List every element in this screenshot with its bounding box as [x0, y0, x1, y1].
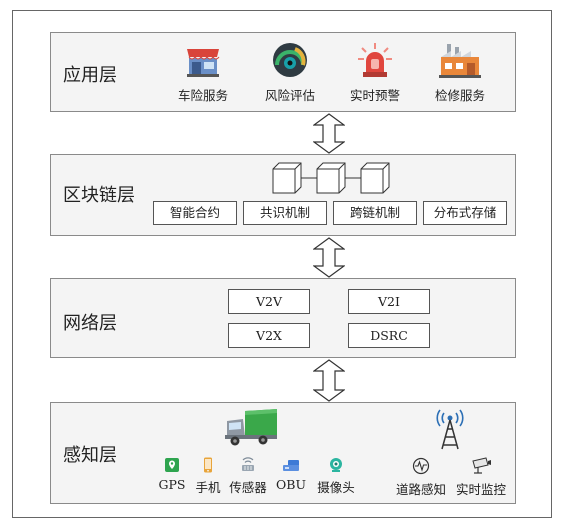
- sense-item-gps: GPS: [155, 457, 189, 492]
- block-chain-graphic: [271, 161, 391, 195]
- app-item-label: 实时预警: [349, 88, 400, 103]
- network-item-dsrc: DSRC: [348, 323, 430, 348]
- sense-item-phone: 手机: [191, 457, 225, 496]
- sense-item-road-sensing: 道路感知: [393, 457, 449, 498]
- alarm-siren-icon: [356, 41, 394, 79]
- sense-item-camera: 摄像头: [313, 457, 359, 496]
- sense-item-sensor: 传感器: [225, 457, 271, 496]
- app-item-label: 检修服务: [434, 88, 485, 103]
- network-item-v2x: V2X: [228, 323, 310, 348]
- sensing-layer-title: 感知层: [63, 445, 117, 466]
- sense-item-label: 传感器: [229, 480, 267, 495]
- truck-icon: [223, 407, 279, 447]
- app-item-label: 车险服务: [177, 88, 228, 103]
- webcam-icon: [328, 457, 344, 473]
- app-item-alert: 实时预警: [340, 41, 410, 104]
- blockchain-layer: 区块链层 智能合约 共识机制 跨链机制 分布式存储: [50, 154, 516, 236]
- application-layer-title: 应用层: [63, 65, 117, 86]
- double-arrow-1: [313, 113, 345, 154]
- network-layer: 网络层 V2V V2I V2X DSRC: [50, 278, 516, 358]
- sensor-icon: [239, 457, 257, 473]
- network-item-v2v: V2V: [228, 289, 310, 314]
- double-arrow-2: [313, 237, 345, 278]
- factory-icon: [439, 41, 481, 79]
- sense-item-label: 道路感知: [395, 482, 446, 497]
- blockchain-item-smart-contract: 智能合约: [153, 201, 237, 225]
- store-icon: [185, 41, 221, 79]
- sense-item-obu: OBU: [273, 457, 309, 492]
- road-sensing-icon: [412, 457, 430, 475]
- blockchain-item-consensus: 共识机制: [243, 201, 327, 225]
- app-item-repair: 检修服务: [425, 41, 495, 104]
- app-item-risk: 风险评估: [255, 41, 325, 104]
- blockchain-item-cross-chain: 跨链机制: [333, 201, 417, 225]
- cctv-camera-icon: [470, 457, 492, 475]
- blockchain-layer-title: 区块链层: [63, 185, 135, 206]
- double-arrow-3: [313, 359, 345, 402]
- sense-item-label: GPS: [158, 477, 186, 492]
- app-item-label: 风险评估: [264, 88, 315, 103]
- sense-item-label: OBU: [276, 477, 306, 492]
- network-layer-title: 网络层: [63, 313, 117, 334]
- sense-item-label: 摄像头: [317, 480, 355, 495]
- gauge-icon: [271, 41, 309, 79]
- blockchain-item-distributed-storage: 分布式存储: [423, 201, 507, 225]
- gps-pin-icon: [164, 457, 180, 473]
- application-layer: 应用层 车险服务 风险评估: [50, 32, 516, 112]
- network-item-v2i: V2I: [348, 289, 430, 314]
- sense-item-label: 手机: [195, 480, 221, 495]
- sense-item-label: 实时监控: [455, 482, 506, 497]
- diagram-frame: [12, 10, 552, 518]
- obu-icon: [281, 457, 301, 473]
- sensing-layer: 感知层: [50, 402, 516, 504]
- sense-item-monitoring: 实时监控: [453, 457, 509, 498]
- signal-tower-icon: [435, 407, 465, 451]
- app-item-insurance: 车险服务: [168, 41, 238, 104]
- phone-icon: [200, 457, 216, 473]
